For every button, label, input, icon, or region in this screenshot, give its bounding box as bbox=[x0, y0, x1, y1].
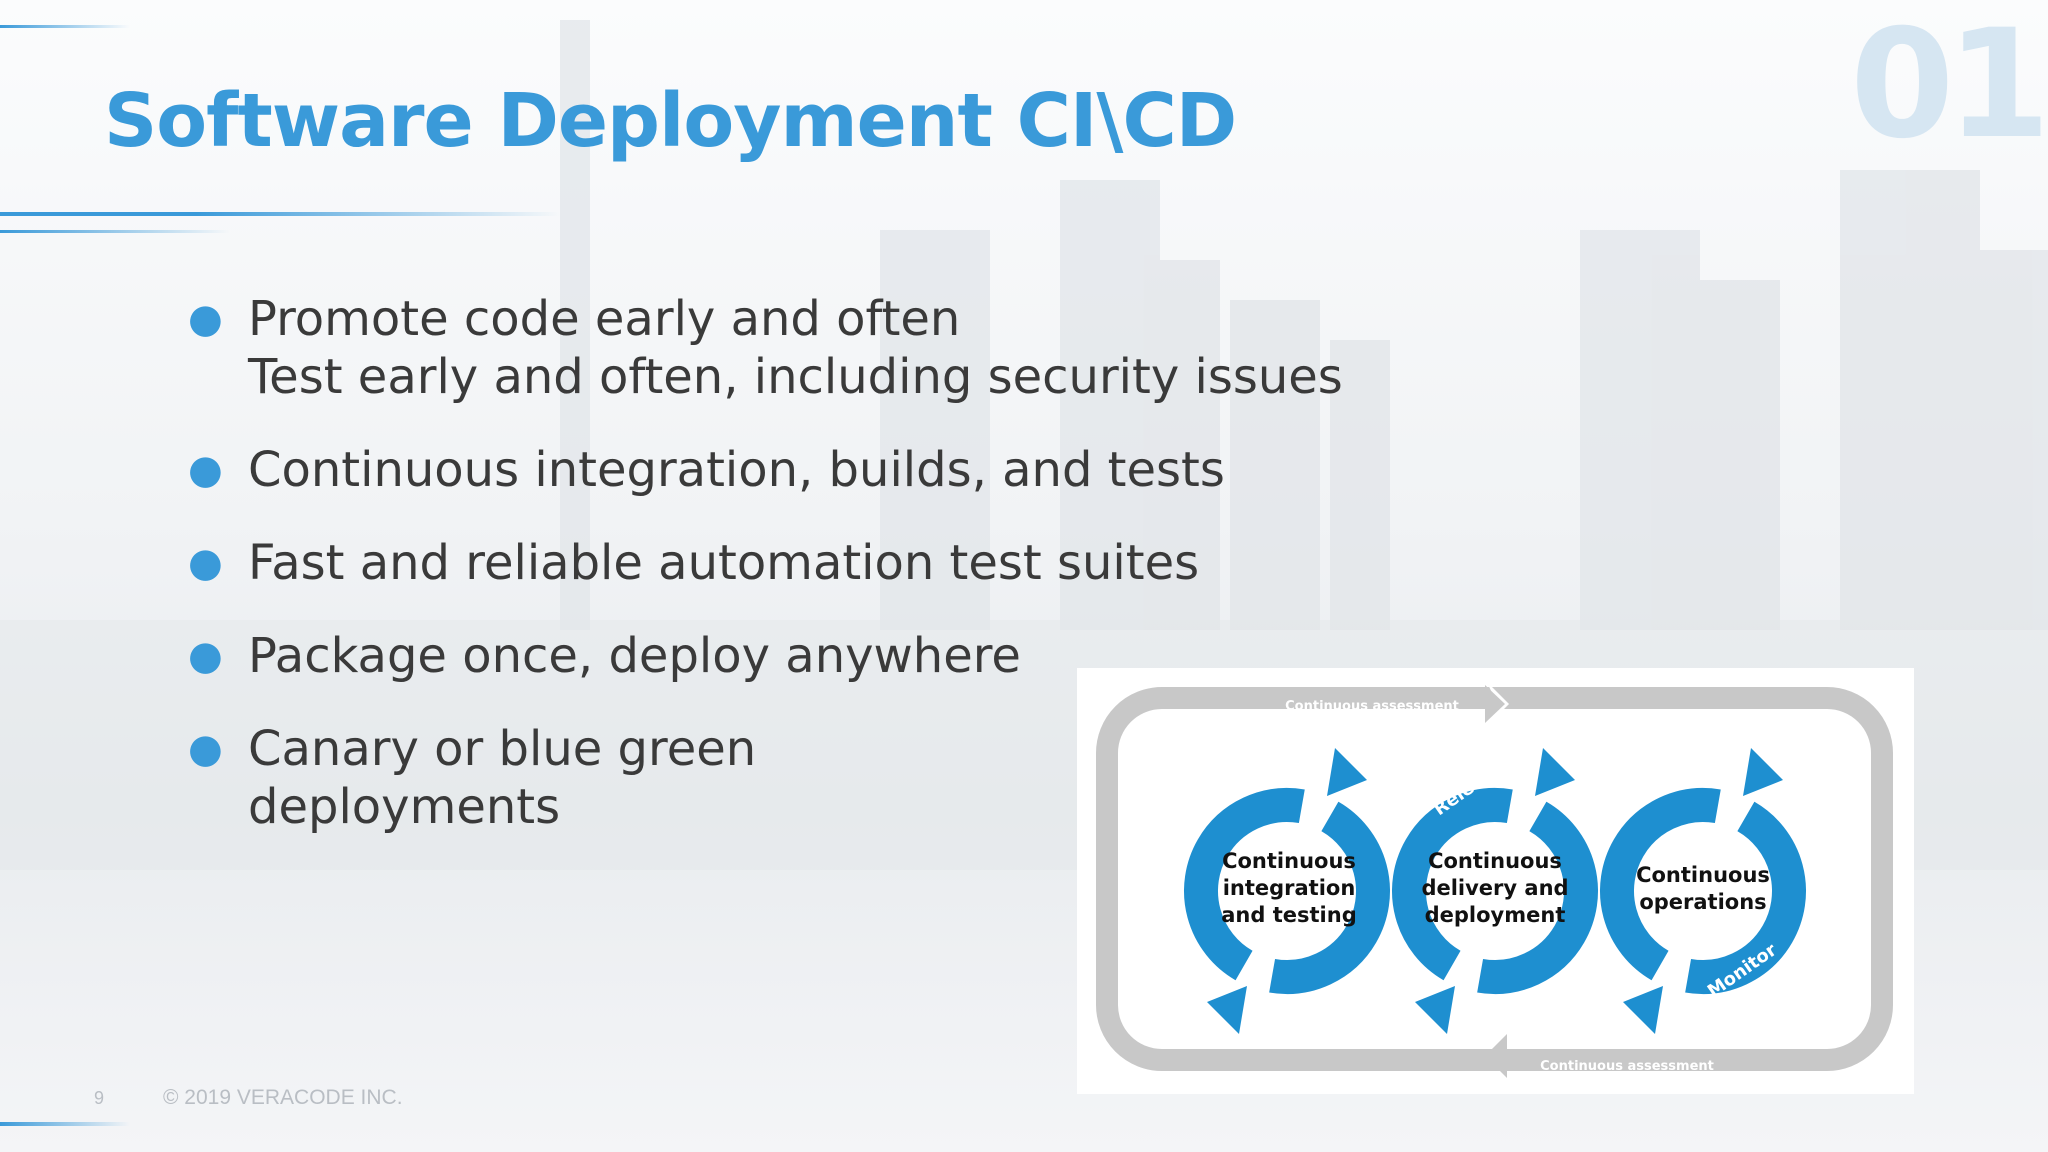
bullet-item: ● Canary or blue green deployments bbox=[186, 720, 1386, 836]
cycle-release: Release Continuous delivery and deployme… bbox=[1392, 748, 1598, 1034]
release-center-line: deployment bbox=[1425, 903, 1566, 927]
cycle-operate: Operate Monitor Continuous operations bbox=[1600, 748, 1806, 1034]
cycle-build: Build Continuous integration and testing bbox=[1184, 748, 1390, 1034]
bullet-text: Fast and reliable automation test suites bbox=[248, 535, 1200, 591]
bullet-list: ● Promote code early and often Test earl… bbox=[186, 290, 1386, 871]
cicd-cycle-diagram: Continuous assessment Continuous assessm… bbox=[1077, 668, 1914, 1094]
operate-center-line: operations bbox=[1639, 890, 1766, 914]
copyright-text: © 2019 VERACODE INC. bbox=[163, 1086, 403, 1109]
top-assessment-label: Continuous assessment bbox=[1285, 699, 1459, 714]
build-arrow-tail-icon bbox=[1207, 986, 1247, 1034]
bullet-dot-icon: ● bbox=[188, 540, 223, 586]
release-arrow-tail-icon bbox=[1415, 986, 1455, 1034]
bullet-text: Package once, deploy anywhere bbox=[248, 628, 1021, 684]
bottom-assessment-label: Continuous assessment bbox=[1540, 1059, 1714, 1074]
bullet-dot-icon: ● bbox=[188, 447, 223, 493]
bullet-text: Continuous integration, builds, and test… bbox=[248, 442, 1225, 498]
page-number: 9 bbox=[94, 1088, 105, 1108]
bullet-dot-icon: ● bbox=[188, 726, 223, 772]
slide-title: Software Deployment CI\CD bbox=[104, 78, 1237, 164]
release-center-line: delivery and bbox=[1421, 876, 1568, 900]
operate-arrow-head-icon bbox=[1743, 748, 1783, 796]
release-center-line: Continuous bbox=[1428, 849, 1562, 873]
cicd-cycle-svg: Continuous assessment Continuous assessm… bbox=[1096, 682, 1893, 1078]
build-center-line: integration bbox=[1223, 876, 1356, 900]
bullet-text: Test early and often, including security… bbox=[248, 349, 1343, 405]
release-arrow-head-icon bbox=[1535, 748, 1575, 796]
bottom-arrow-head-icon bbox=[1485, 1034, 1507, 1078]
operate-center-line: Continuous bbox=[1636, 863, 1770, 887]
build-arrow-head-icon bbox=[1327, 748, 1367, 796]
bullet-item: ● Package once, deploy anywhere bbox=[186, 627, 1386, 685]
build-center-line: and testing bbox=[1221, 903, 1356, 927]
accent-rule-top bbox=[0, 25, 130, 28]
bullet-dot-icon: ● bbox=[188, 296, 223, 342]
top-arrow-head-icon bbox=[1485, 685, 1505, 723]
bullet-item: ● Continuous integration, builds, and te… bbox=[186, 441, 1386, 499]
bullet-item: ● Fast and reliable automation test suit… bbox=[186, 534, 1386, 592]
bullet-text: Promote code early and often bbox=[248, 291, 961, 347]
accent-rule-title-underline bbox=[0, 212, 560, 216]
bullet-text: deployments bbox=[248, 779, 561, 835]
accent-rule-bottom bbox=[0, 1122, 130, 1126]
accent-rule-title-underline-short bbox=[0, 230, 230, 233]
build-center-line: Continuous bbox=[1222, 849, 1356, 873]
section-number: 01 bbox=[1850, 0, 2048, 172]
bullet-item: ● Promote code early and often Test earl… bbox=[186, 290, 1386, 406]
bullet-text: Canary or blue green bbox=[248, 721, 757, 777]
operate-arrow-tail-icon bbox=[1623, 986, 1663, 1034]
bullet-dot-icon: ● bbox=[188, 633, 223, 679]
